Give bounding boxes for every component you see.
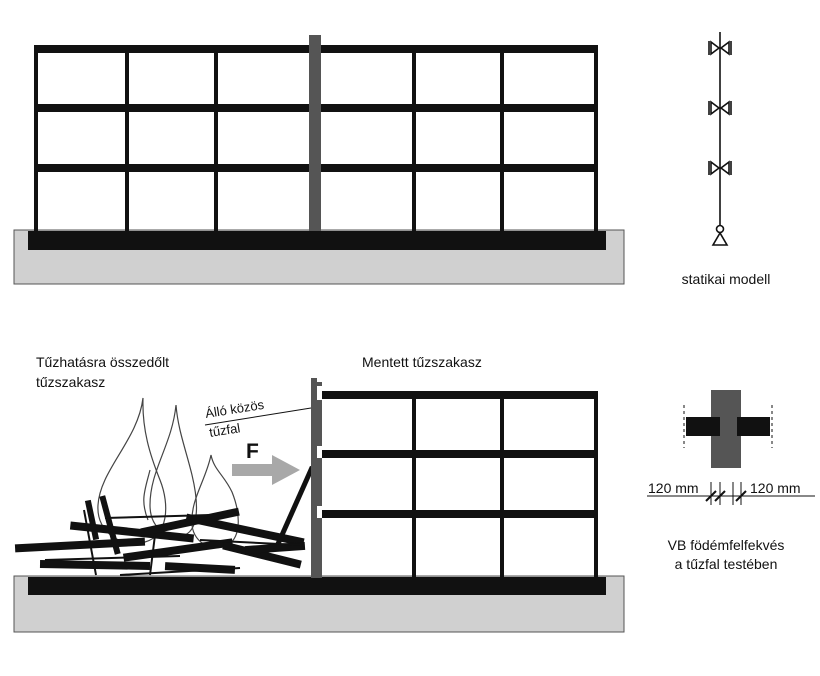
foundation-bottom <box>28 577 606 595</box>
firewall-bottom <box>311 378 322 578</box>
firewall-label-2: tűzfal <box>208 420 241 440</box>
dimension-left: 120 mm <box>648 480 699 496</box>
debris-beam <box>14 537 146 553</box>
column <box>594 391 598 578</box>
dimension-right: 120 mm <box>750 480 801 496</box>
debris-thin-lines <box>44 509 301 576</box>
column <box>34 45 38 231</box>
column <box>214 45 218 231</box>
hinge-symbol <box>708 100 732 116</box>
support-triangle <box>711 231 729 246</box>
column <box>500 391 504 578</box>
bearing-detail: 120 mm 120 mm <box>647 390 815 505</box>
collapsed-scene: F <box>13 378 625 633</box>
collapsed-section-label-1: Tűzhatásra összedőlt <box>36 354 169 370</box>
detail-label-2: a tűzfal testében <box>675 556 778 572</box>
hinge-symbol <box>708 160 732 176</box>
debris-beam <box>69 521 195 543</box>
debris-beam <box>122 538 234 562</box>
static-model-label: statikai modell <box>682 271 771 287</box>
column <box>500 45 504 231</box>
detail-label-1: VB födémfelfekvés <box>668 537 785 553</box>
force-arrow <box>232 455 300 485</box>
debris-beam <box>84 499 100 541</box>
column <box>412 45 416 231</box>
debris-beam <box>222 541 302 569</box>
dimension-lines <box>647 482 815 505</box>
debris-beam <box>185 513 305 547</box>
saved-section-frame <box>322 391 598 578</box>
firewall-leader-line <box>204 407 312 426</box>
roof-slab <box>322 391 598 399</box>
firewall-label-1: Álló közös <box>204 397 265 421</box>
column <box>125 45 129 231</box>
foundation-top <box>28 231 606 250</box>
hinge-symbol <box>708 40 732 56</box>
debris-beam <box>99 495 121 555</box>
floor-slab-2 <box>322 450 598 458</box>
static-model <box>708 32 732 246</box>
intact-building <box>13 35 625 285</box>
saved-section-label: Mentett tűzszakasz <box>362 354 482 370</box>
column <box>594 45 598 231</box>
debris-beam <box>273 465 315 551</box>
collapsed-section-label-2: tűzszakasz <box>36 374 105 390</box>
firewall-top <box>309 35 321 231</box>
slab-right <box>737 417 770 436</box>
slab-left <box>686 417 720 436</box>
force-label: F <box>246 440 259 463</box>
floor-slab-1 <box>322 510 598 518</box>
column <box>412 391 416 578</box>
